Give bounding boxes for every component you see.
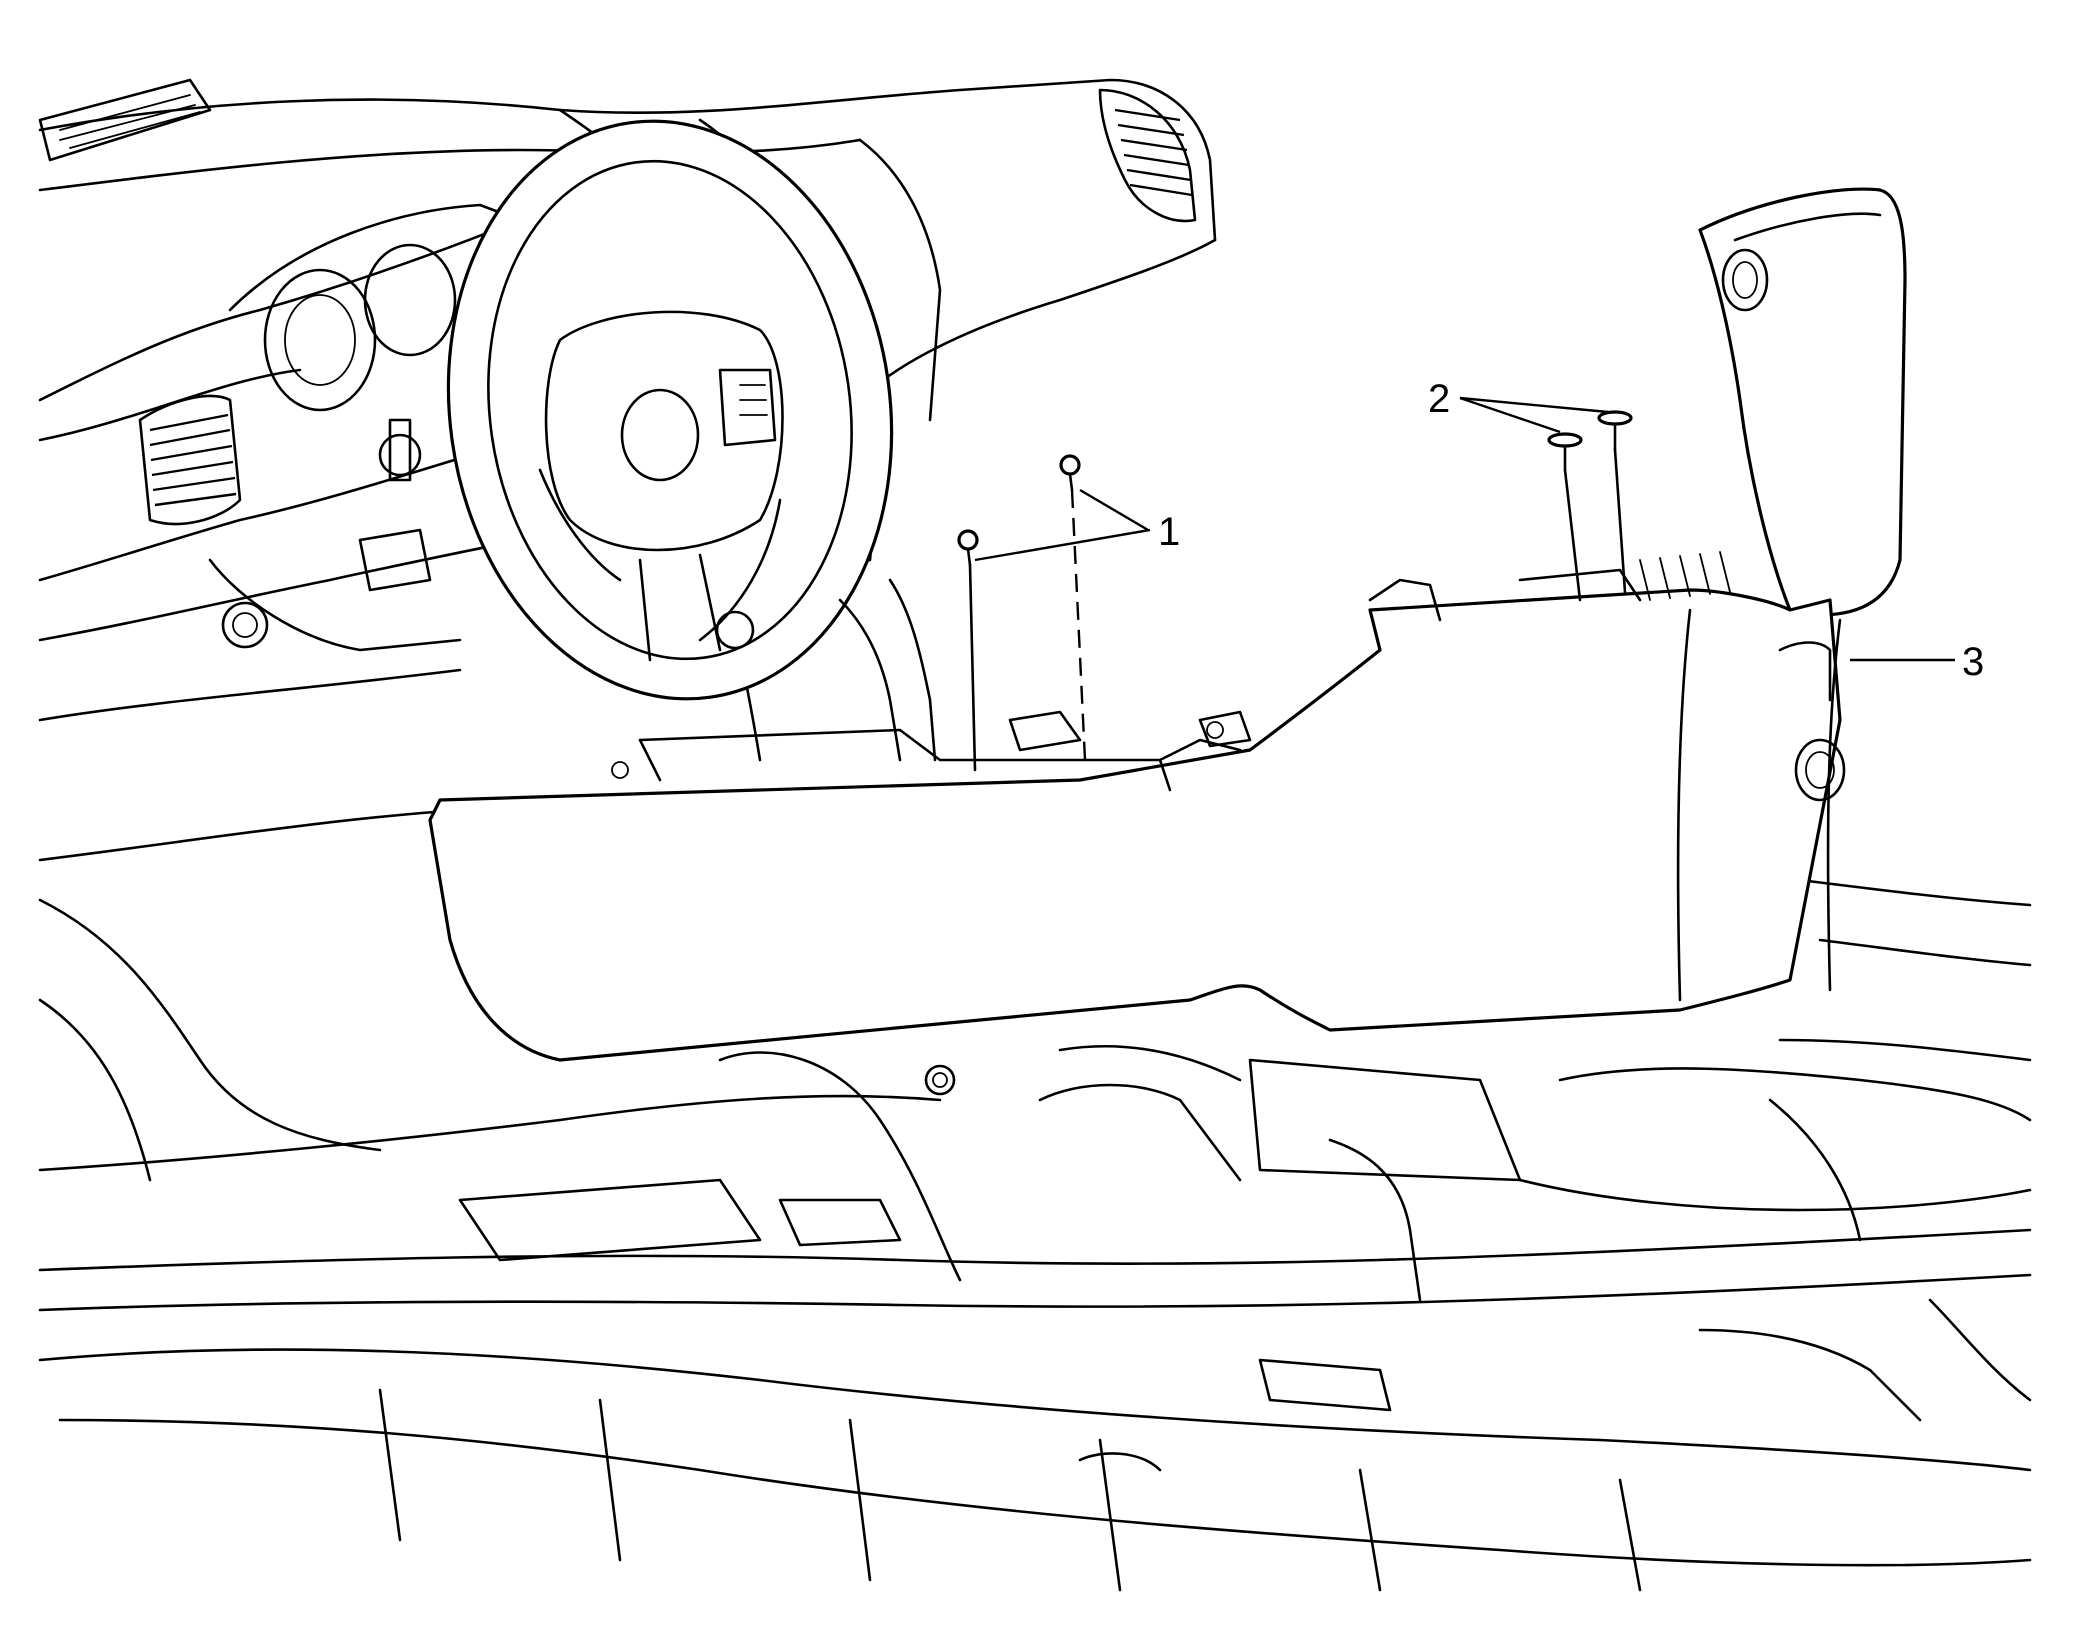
callout-label-2: 2 bbox=[1428, 377, 1450, 421]
callout-label-1: 1 bbox=[1158, 510, 1180, 554]
callout-3: 3 bbox=[1850, 640, 1984, 684]
fasteners-1 bbox=[957, 454, 1087, 772]
callout-1: 1 bbox=[974, 488, 1180, 562]
right-air-vent bbox=[1098, 88, 1197, 223]
screw-icon bbox=[957, 529, 979, 772]
pushpin-icon bbox=[1547, 432, 1583, 602]
floor-pan bbox=[38, 808, 2032, 1592]
screw-icon bbox=[1059, 454, 1087, 761]
pushpin-icon bbox=[1597, 410, 1633, 594]
callout-label-3: 3 bbox=[1962, 640, 1984, 684]
callout-2: 2 bbox=[1428, 377, 1609, 434]
floor-console bbox=[428, 187, 1907, 1062]
fasteners-2 bbox=[1547, 410, 1633, 602]
left-air-vent bbox=[138, 394, 242, 526]
gauge-cluster bbox=[228, 203, 522, 412]
steering-wheel bbox=[446, 119, 894, 701]
